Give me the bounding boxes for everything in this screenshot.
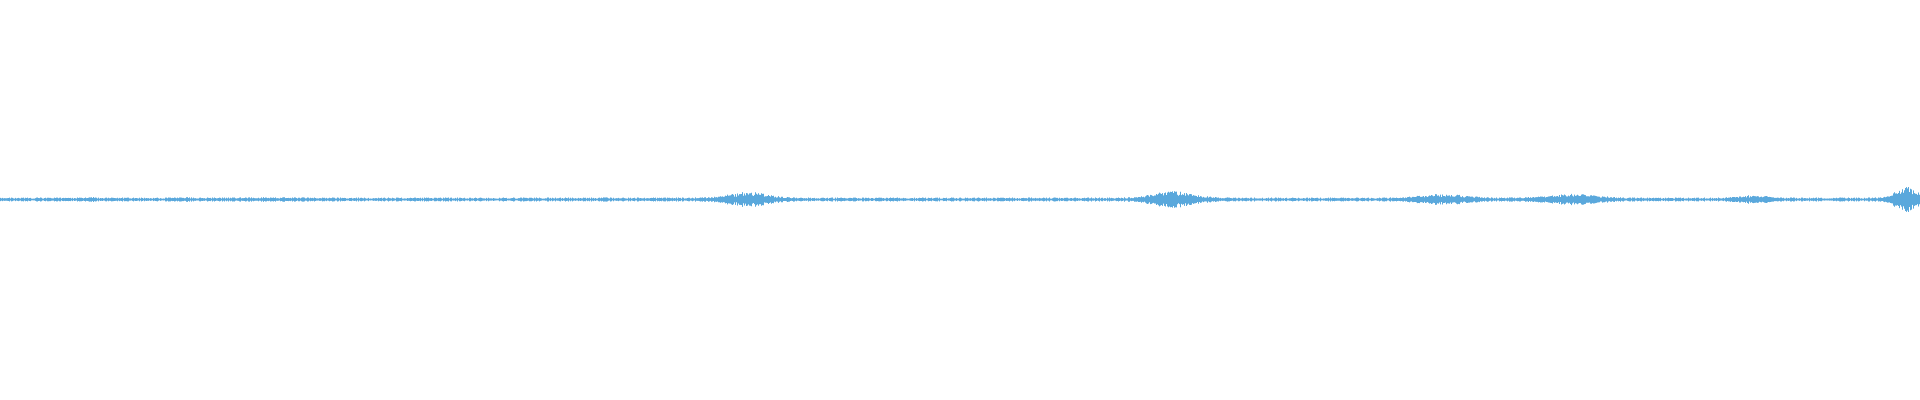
waveform-samples (0, 187, 1920, 212)
waveform-trace (0, 187, 1920, 212)
